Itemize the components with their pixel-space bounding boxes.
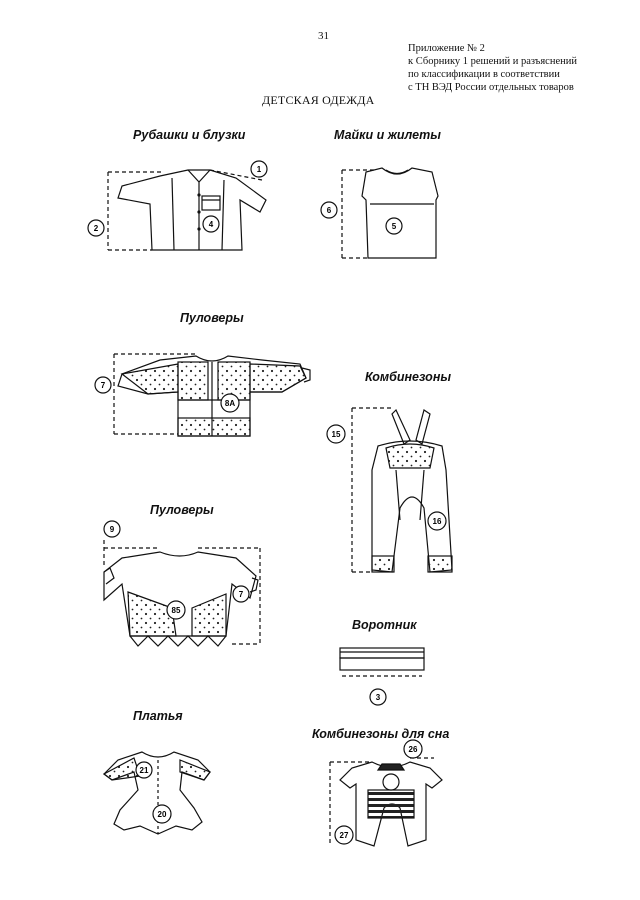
dress-illustration [102,751,211,835]
appendix-line-4: с ТН ВЭД России отдельных товаров [408,82,574,93]
marker-8a: 8A [220,393,240,413]
marker-6-label: 6 [327,206,332,215]
caption-sleepsuits: Комбинезоны для сна [312,727,450,741]
shirt-measure-lines [107,169,263,251]
caption-collar: Воротник [352,618,417,632]
marker-7a: 7 [94,376,112,394]
marker-2-label: 2 [94,224,99,233]
sleepsuit-illustration [339,761,443,847]
marker-9-label: 9 [110,525,115,534]
marker-8a-label: 8A [225,399,235,408]
marker-2: 2 [87,219,105,237]
marker-3: 3 [369,688,387,706]
marker-5-label: 5 [392,222,397,231]
tshirt-measure-lines [341,169,374,259]
tshirt-illustration [361,167,439,259]
marker-27: 27 [334,825,354,845]
marker-4-label: 4 [209,220,214,229]
pullover-1-illustration [117,355,311,437]
marker-21-label: 21 [140,766,149,775]
overalls-measure-lines [351,407,392,573]
marker-9: 9 [103,520,121,538]
appendix-note: Приложение № 2 к Сборнику 1 решений и ра… [408,42,577,94]
marker-26-label: 26 [409,745,418,754]
marker-16-label: 16 [433,517,442,526]
marker-20-label: 20 [158,810,167,819]
appendix-line-2: к Сборнику 1 решений и разъяснений [408,56,577,67]
marker-1: 1 [250,160,268,178]
caption-pullovers-1: Пуловеры [180,311,244,325]
marker-7b-label: 7 [239,590,244,599]
caption-overalls: Комбинезоны [365,370,452,384]
marker-6: 6 [320,201,338,219]
pullover-2-illustration [103,551,259,647]
marker-15-label: 15 [332,430,341,439]
marker-1-label: 1 [257,165,262,174]
appendix-line-1: Приложение № 2 [408,43,485,54]
caption-dresses: Платья [133,709,183,723]
marker-7a-label: 7 [101,381,106,390]
marker-20: 20 [152,804,172,824]
pullover-2-measure-lines [103,540,261,645]
pullover-1-measure-lines [113,353,196,435]
caption-shirts: Рубашки и блузки [133,128,246,142]
marker-85-label: 85 [172,606,181,615]
caption-tshirts: Майки и жилеты [334,128,441,142]
marker-7b: 7 [232,585,250,603]
marker-16: 16 [427,511,447,531]
marker-15: 15 [326,424,346,444]
marker-26: 26 [403,739,423,759]
caption-pullovers-2: Пуловеры [150,503,214,517]
marker-3-label: 3 [376,693,381,702]
shirt-illustration [117,169,267,251]
page-title: ДЕТСКАЯ ОДЕЖДА [262,93,375,107]
marker-21: 21 [135,761,153,779]
collar-illustration [339,647,425,671]
marker-85: 85 [166,600,186,620]
page-number: 31 [318,30,329,42]
appendix-line-3: по классификации в соответствии [408,69,560,80]
marker-4: 4 [202,215,220,233]
marker-5: 5 [385,217,403,235]
marker-27-label: 27 [340,831,349,840]
overalls-illustration [371,408,453,573]
